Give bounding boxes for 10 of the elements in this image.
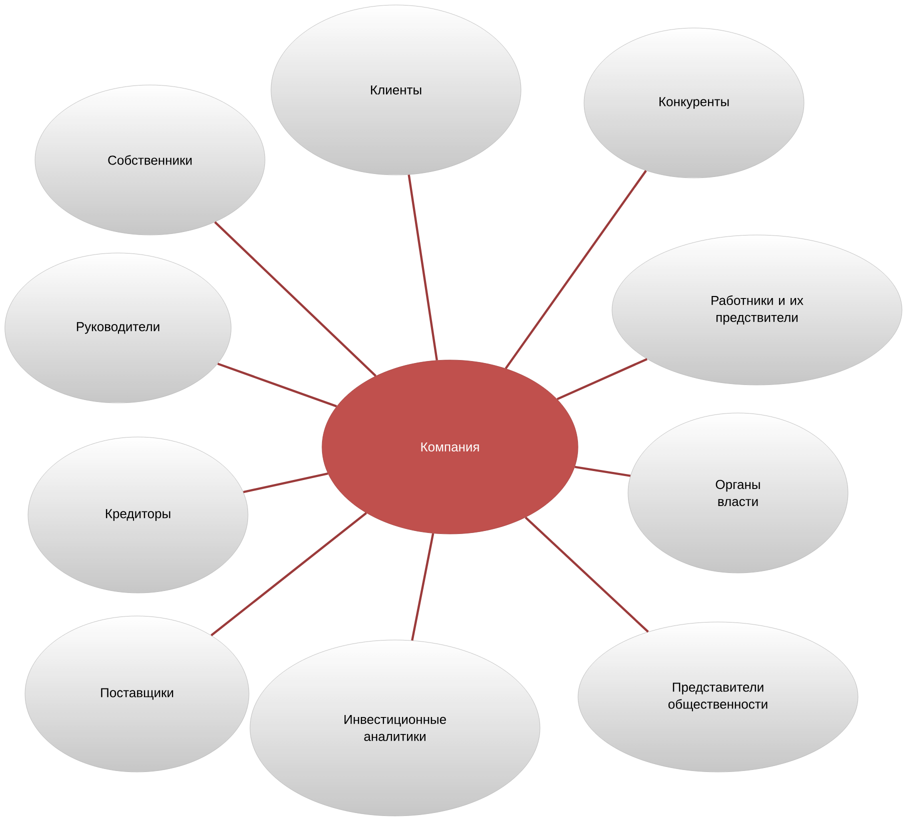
connector-line bbox=[210, 512, 367, 636]
connector-line bbox=[411, 533, 434, 641]
connector-line bbox=[214, 221, 376, 377]
connector-line bbox=[574, 466, 631, 477]
connector-line bbox=[556, 358, 648, 400]
connector-line bbox=[524, 516, 649, 633]
connector-line bbox=[243, 472, 328, 494]
connector-line bbox=[504, 170, 647, 370]
connector-line bbox=[217, 362, 337, 408]
connector-line bbox=[408, 174, 438, 360]
